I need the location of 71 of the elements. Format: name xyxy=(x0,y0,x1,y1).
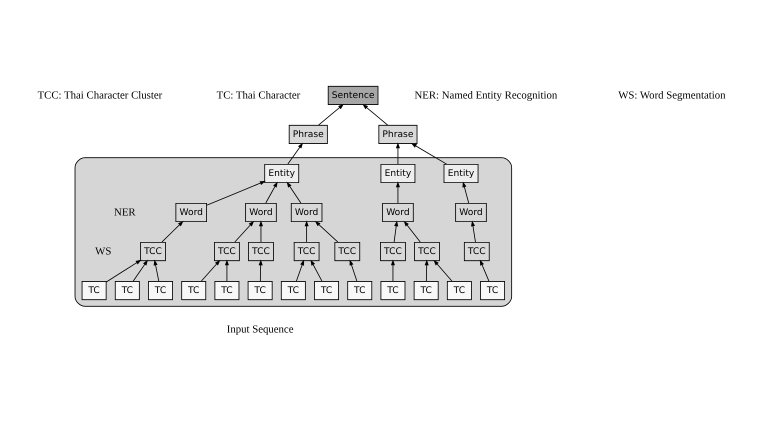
arrow xyxy=(314,220,338,242)
arrow xyxy=(161,220,184,242)
arrow xyxy=(234,220,254,242)
arrow xyxy=(287,142,304,164)
arrow xyxy=(396,181,400,204)
node-box: TC xyxy=(446,280,472,300)
arrow xyxy=(106,260,142,282)
node-box: Word xyxy=(175,202,207,222)
node-box: TC xyxy=(82,280,107,300)
node-box: TC xyxy=(347,280,372,300)
node-box: Entity xyxy=(264,164,300,184)
label: TCC: Thai Character Cluster xyxy=(38,89,162,102)
node-box: TC xyxy=(214,280,240,300)
label: NER xyxy=(114,206,136,218)
arrow xyxy=(424,259,429,282)
arrow xyxy=(404,220,421,242)
arrow xyxy=(394,220,398,242)
label: WS xyxy=(95,245,112,258)
node-box: TCC xyxy=(294,242,320,262)
node-box: TC xyxy=(380,280,406,300)
node-box: TCC xyxy=(464,242,490,262)
label: TC: Thai Character xyxy=(216,89,300,102)
node-box: TC xyxy=(114,280,140,300)
label: WS: Word Segmentation xyxy=(618,89,726,102)
node-box: TCC xyxy=(380,242,406,262)
node-box: TCC xyxy=(334,242,360,262)
node-box: TC xyxy=(181,280,206,300)
node-box: Entity xyxy=(380,164,416,184)
node-box: Phrase xyxy=(288,124,328,144)
node-box: Phrase xyxy=(378,124,418,144)
node-box: Word xyxy=(290,202,322,222)
node-box: TC xyxy=(414,280,439,300)
arrow xyxy=(480,260,490,282)
node-box: Word xyxy=(455,202,487,222)
arrow xyxy=(410,142,448,165)
arrow xyxy=(396,142,400,164)
node-box: TC xyxy=(314,280,339,300)
node-box: TC xyxy=(148,280,173,300)
node-box: TC xyxy=(280,280,306,300)
arrow xyxy=(265,182,278,204)
label: Input Sequence xyxy=(226,323,294,336)
node-box: TCC xyxy=(214,242,240,262)
arrow xyxy=(310,260,322,282)
node-box: TC xyxy=(480,280,506,300)
arrow xyxy=(201,260,220,282)
arrow xyxy=(390,259,395,282)
arrow xyxy=(318,104,344,126)
arrow xyxy=(350,260,358,282)
arrow xyxy=(296,260,304,282)
arrow xyxy=(470,220,476,242)
arrow xyxy=(304,220,309,242)
node-box: TCC xyxy=(414,242,440,262)
node-box: Word xyxy=(245,202,277,222)
node-box: Word xyxy=(382,202,414,222)
arrow xyxy=(433,260,452,282)
node-box: TCC xyxy=(140,242,166,262)
arrow xyxy=(286,182,302,204)
arrow xyxy=(206,180,266,206)
node-box: Sentence xyxy=(328,86,378,105)
arrow xyxy=(258,220,263,242)
node-box: Entity xyxy=(444,164,478,184)
arrow xyxy=(132,260,148,282)
arrow xyxy=(258,259,263,282)
cluster xyxy=(74,157,512,307)
arrow xyxy=(154,259,160,282)
arrow xyxy=(224,259,229,282)
label: NER: Named Entity Recognition xyxy=(414,89,558,102)
arrow xyxy=(462,181,470,204)
node-box: TCC xyxy=(248,242,274,262)
arrow xyxy=(362,104,388,126)
node-box: TC xyxy=(248,280,273,300)
